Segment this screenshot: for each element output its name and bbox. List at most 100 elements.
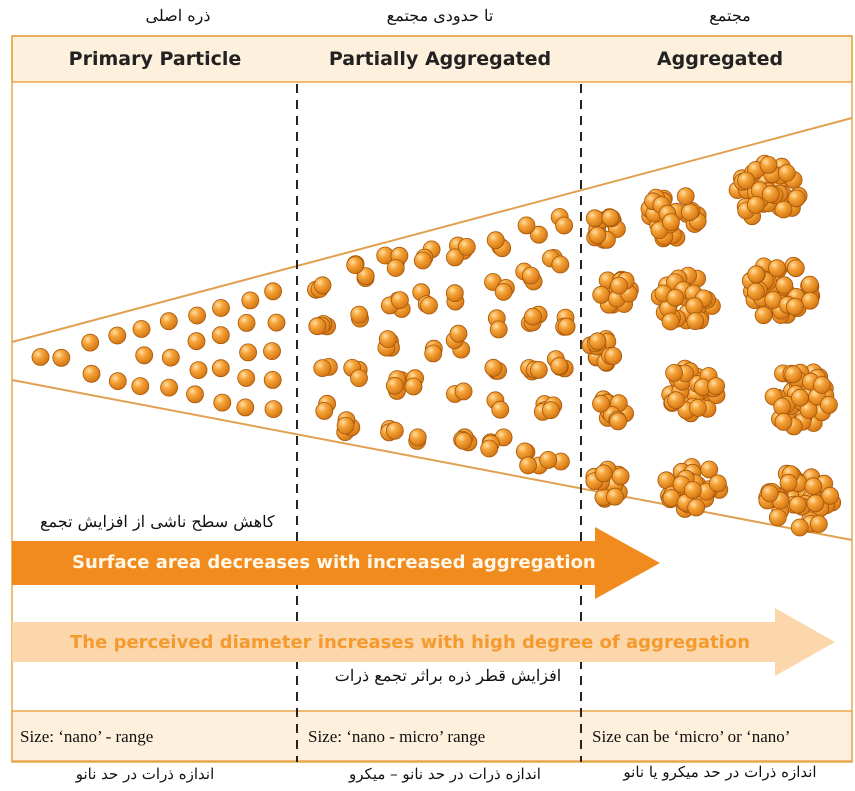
particle <box>131 377 150 396</box>
header-primary-particle: Primary Particle <box>68 48 242 70</box>
particle <box>386 259 405 277</box>
particle <box>555 216 573 235</box>
particle <box>350 305 369 324</box>
particle <box>480 439 499 458</box>
size-nano-fa: اندازه ذرات در حد نانو <box>75 765 215 783</box>
particle <box>820 395 838 414</box>
particle <box>264 282 283 301</box>
particle <box>454 431 473 450</box>
particle <box>588 332 607 351</box>
particle <box>784 365 803 384</box>
particle <box>489 320 508 339</box>
particle-field <box>31 154 842 537</box>
particle <box>378 330 397 349</box>
particle <box>588 226 607 245</box>
cone-top-line <box>11 117 853 343</box>
size-micro-or-nano-fa: اندازه ذرات در حد میکرو یا نانو <box>623 763 817 781</box>
particle <box>686 312 705 331</box>
particle <box>799 401 818 419</box>
header-primary-fa: ذره اصلی <box>145 6 211 25</box>
particle <box>356 267 375 286</box>
particle <box>592 394 610 413</box>
particle <box>413 251 432 270</box>
particle <box>313 276 332 295</box>
particle <box>454 382 473 401</box>
particle <box>186 385 204 404</box>
particle <box>685 297 704 316</box>
size-band <box>11 710 853 762</box>
particle <box>530 225 548 244</box>
particle <box>594 464 613 483</box>
particle <box>821 486 839 505</box>
particle <box>606 487 624 506</box>
surface-area-fa-label: کاهش سطح ناشی از افزایش تجمع <box>40 512 275 531</box>
particle <box>108 326 127 345</box>
particle <box>737 171 755 190</box>
particle <box>211 359 230 378</box>
particle <box>661 312 680 331</box>
particle <box>700 460 719 479</box>
particle <box>420 296 438 315</box>
header-partial-fa: تا حدودی مجتمع <box>386 6 494 25</box>
particle <box>592 285 611 304</box>
surface-area-arrow <box>12 527 660 599</box>
particle <box>239 343 258 362</box>
particle <box>236 398 255 417</box>
particle <box>787 189 806 208</box>
particle <box>484 358 503 377</box>
particle <box>542 401 560 420</box>
particle <box>804 477 823 496</box>
particle <box>346 256 365 275</box>
particle <box>491 400 510 419</box>
particle <box>667 391 685 410</box>
particle <box>211 326 230 345</box>
particle <box>611 467 630 486</box>
size-nano-micro-fa: اندازه ذرات در حد نانو – میکرو <box>349 765 541 783</box>
particle <box>790 518 809 537</box>
particle <box>336 416 355 435</box>
particle <box>779 473 798 492</box>
particle <box>189 361 208 380</box>
particle <box>707 377 725 396</box>
particle <box>800 275 819 294</box>
particle <box>385 376 404 395</box>
particle <box>689 398 707 417</box>
particle <box>404 377 423 396</box>
particle <box>264 400 283 419</box>
particle <box>52 348 71 367</box>
particle <box>768 259 786 278</box>
particle <box>786 259 805 278</box>
particle <box>539 450 558 469</box>
particle <box>601 208 620 227</box>
particle <box>747 265 766 284</box>
header-band <box>11 35 853 83</box>
particle <box>522 266 540 285</box>
particle <box>449 324 468 343</box>
size-nano-micro-label: Size: ‘nano - micro’ range <box>308 727 486 746</box>
particle <box>791 388 809 407</box>
particle <box>263 370 282 389</box>
particle <box>161 348 180 367</box>
particle <box>609 412 627 431</box>
particle <box>213 393 232 412</box>
particle <box>662 213 680 232</box>
particle <box>188 306 207 325</box>
particle <box>676 187 695 206</box>
particle <box>773 397 792 416</box>
particle <box>760 484 779 503</box>
particle <box>408 428 427 447</box>
particle <box>263 342 281 361</box>
header-aggregated: Aggregated <box>656 48 784 70</box>
diameter-label: The perceived diameter increases with hi… <box>70 632 751 653</box>
particle <box>308 317 327 336</box>
particle <box>768 508 787 527</box>
particle <box>524 307 542 326</box>
particle <box>160 378 179 397</box>
particle <box>801 291 819 310</box>
particle <box>585 209 604 228</box>
particle <box>424 344 443 363</box>
particle <box>486 231 505 250</box>
size-micro-or-nano-label: Size can be ‘micro’ or ‘nano’ <box>592 727 791 746</box>
particle <box>82 364 101 383</box>
particle <box>809 515 828 533</box>
